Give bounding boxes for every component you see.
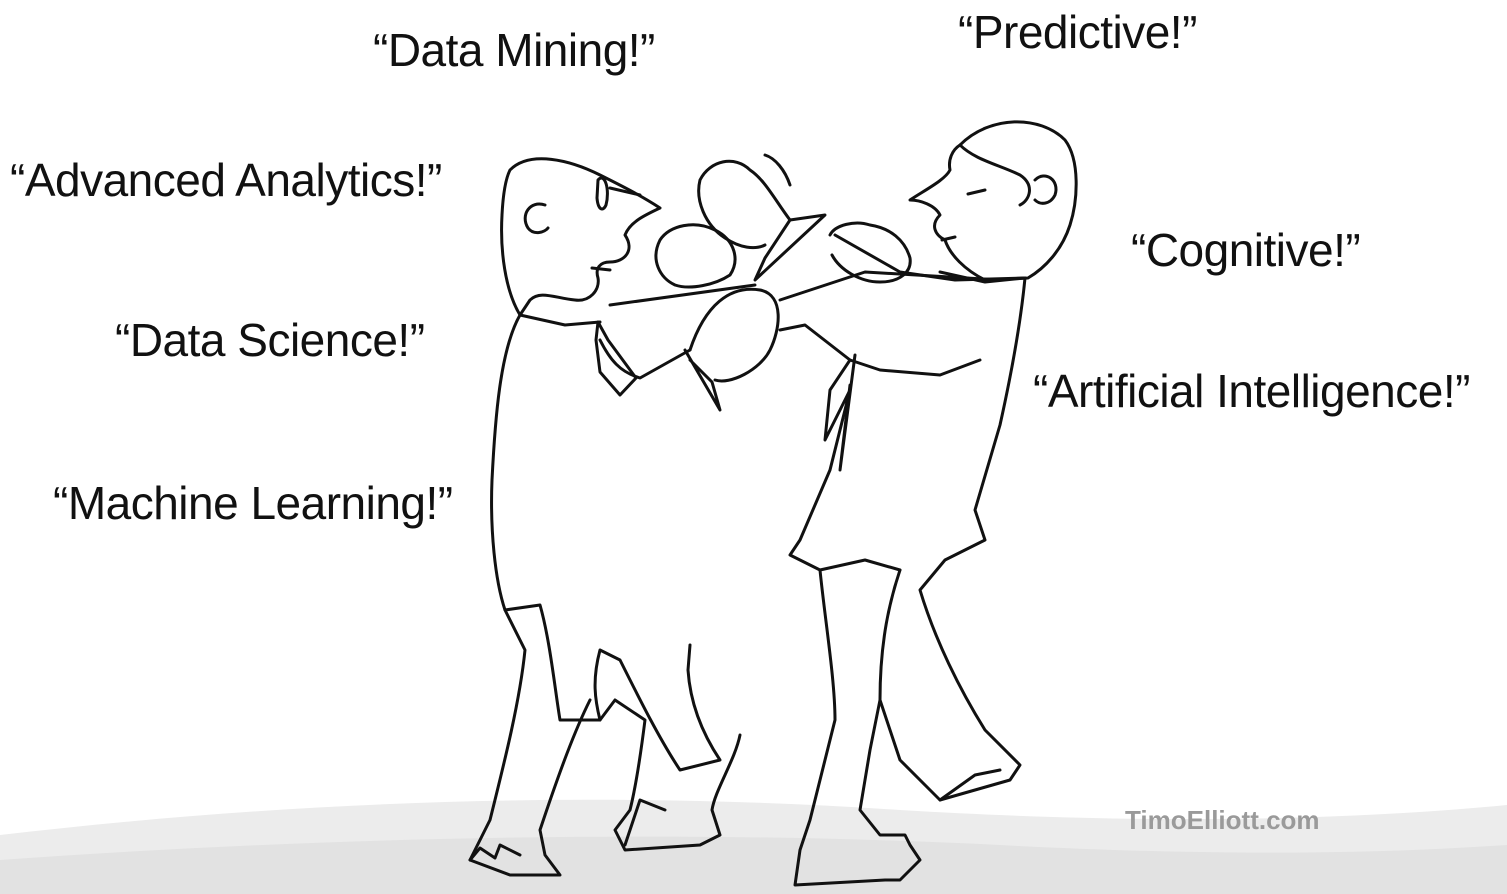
quote-predictive: “Predictive!” bbox=[958, 6, 1197, 58]
right-boxer bbox=[697, 120, 1078, 887]
quote-cognitive: “Cognitive!” bbox=[1131, 224, 1361, 276]
credit-watermark: TimoElliott.com bbox=[1125, 805, 1320, 835]
quote-data-science: “Data Science!” bbox=[115, 314, 425, 366]
quote-advanced-analytics: “Advanced Analytics!” bbox=[10, 154, 442, 206]
left-boxer bbox=[468, 157, 780, 877]
quote-machine-learning: “Machine Learning!” bbox=[53, 477, 453, 529]
quote-artificial-intelligence: “Artificial Intelligence!” bbox=[1033, 365, 1470, 417]
glasses-icon bbox=[595, 176, 642, 211]
quote-data-mining: “Data Mining!” bbox=[373, 24, 655, 76]
